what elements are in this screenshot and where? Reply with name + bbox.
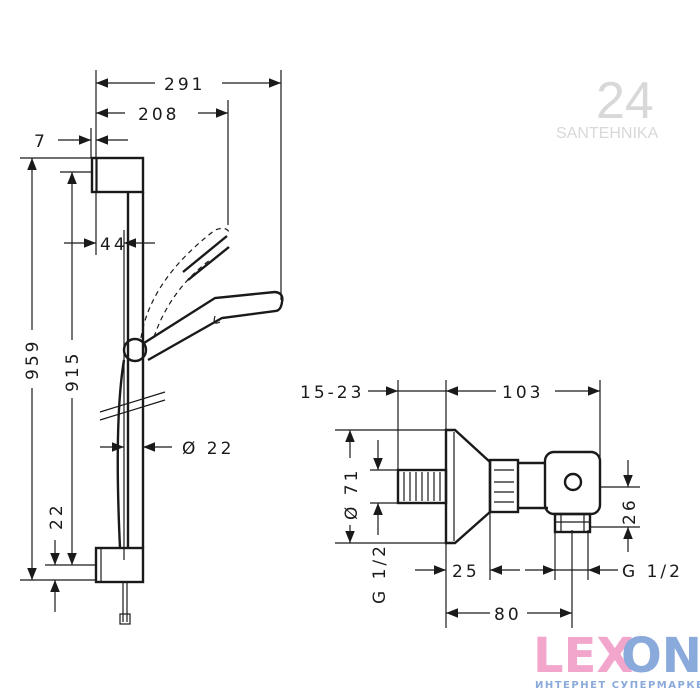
dim-103: 103 — [502, 383, 543, 403]
dim-26: 26 — [620, 497, 640, 525]
dim-15-23: 15-23 — [300, 383, 364, 403]
watermark: 24 SANTEHNIKA — [556, 72, 659, 142]
dim-7: 7 — [34, 132, 48, 152]
dim-915: 915 — [63, 351, 83, 392]
dim-25: 25 — [452, 562, 480, 582]
rail-set-drawing: 291 208 7 44 Ø 22 — [20, 70, 284, 625]
dim-escutcheon-diameter: Ø 71 — [342, 468, 362, 520]
dim-22: 22 — [47, 502, 67, 530]
dim-291: 291 — [164, 75, 205, 95]
wall-outlet-drawing: 15-23 103 Ø 71 G 1/2 25 — [300, 380, 683, 628]
dim-inlet-thread: G 1/2 — [370, 543, 390, 604]
dim-959: 959 — [23, 339, 43, 380]
watermark-text: SANTEHNIKA — [556, 125, 659, 142]
dim-44: 44 — [100, 235, 128, 255]
lexon-logo: LEX ON ИНТЕРНЕТ СУПЕРМАРКЕТ — [533, 628, 700, 691]
dim-208: 208 — [138, 105, 179, 125]
logo-tagline: ИНТЕРНЕТ СУПЕРМАРКЕТ — [535, 680, 700, 691]
dim-80: 80 — [494, 605, 522, 625]
watermark-number: 24 — [596, 72, 654, 130]
logo-part1: LEX — [533, 628, 633, 684]
dim-outlet-thread: G 1/2 — [622, 562, 683, 582]
dim-rail-diameter: Ø 22 — [182, 439, 234, 459]
logo-part2: ON — [621, 628, 700, 684]
